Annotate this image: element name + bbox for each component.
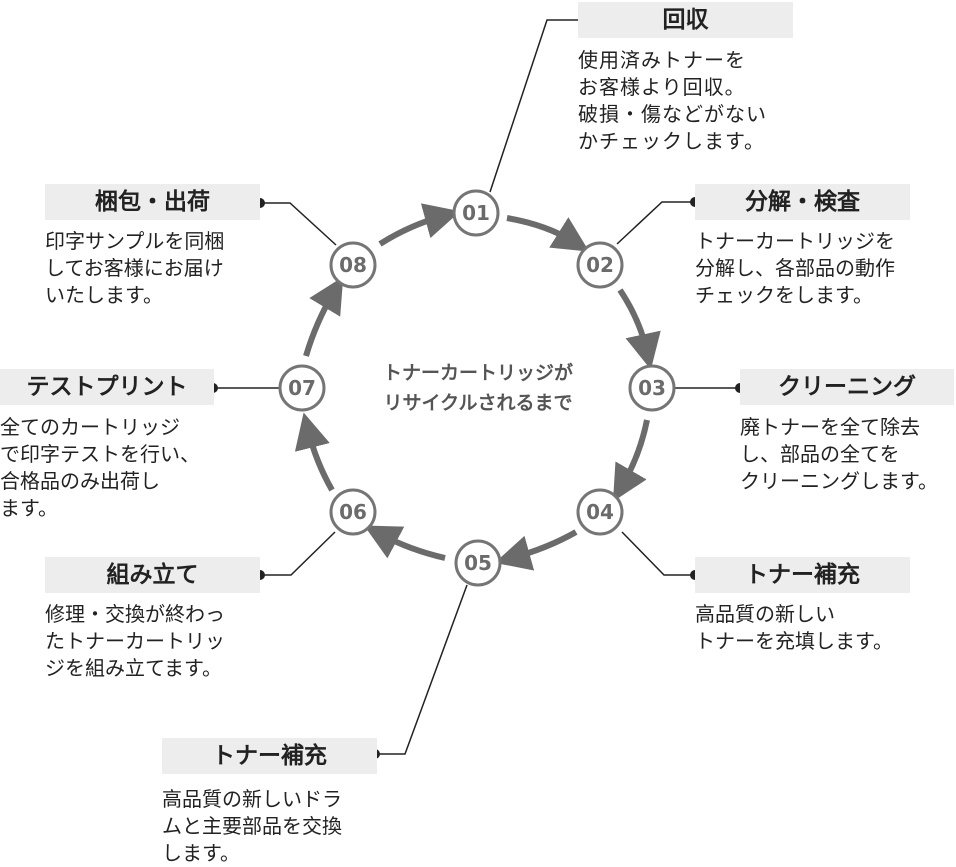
node-label: 04 [586, 500, 614, 524]
step-description: 高品質の新しいドラ ムと主要部品を交換 します。 [162, 787, 342, 865]
node-05: 05 [454, 539, 502, 587]
step-title: 回収 [578, 2, 793, 38]
step-01: 回収 使用済みトナーを お客様より回収。 破損・傷などがない かチェックします。 [578, 2, 793, 155]
step-05: トナー補充 高品質の新しいドラ ムと主要部品を交換 します。 [162, 738, 377, 867]
node-04: 04 [576, 488, 624, 536]
center-caption-line: トナーカートリッジが [382, 362, 573, 384]
cycle-arrow [303, 276, 344, 357]
cycle-arrow [506, 215, 590, 252]
step-description: 印字サンプルを同梱 してお客様にお届け いたします。 [45, 229, 225, 307]
cycle-nodes: 01 02 03 04 05 06 07 08 [278, 189, 676, 587]
leader-dots [208, 197, 745, 759]
step-title: トナー補充 [695, 557, 910, 593]
step-title: 分解・検査 [695, 184, 910, 220]
step-06: 組み立て 修理・交換が終わっ たトナーカートリッ ジを組み立てます。 [45, 557, 260, 682]
step-description: 修理・交換が終わっ たトナーカートリッ ジを組み立てます。 [45, 602, 225, 680]
step-title: 梱包・出荷 [45, 184, 260, 220]
node-label: 06 [339, 500, 367, 524]
leader-line [260, 202, 337, 246]
node-03: 03 [628, 364, 676, 412]
step-description: 高品質の新しい トナーを充填します。 [695, 602, 893, 653]
step-title: 組み立て [45, 557, 260, 593]
center-caption: トナーカートリッジが リサイクルされるまで [345, 358, 611, 418]
leader-line [260, 531, 336, 576]
step-description: 使用済みトナーを お客様より回収。 破損・傷などがない かチェックします。 [578, 48, 767, 153]
node-label: 08 [339, 253, 367, 277]
node-label: 02 [586, 253, 614, 277]
node-07: 07 [278, 364, 326, 412]
step-02: 分解・検査 トナーカートリッジを 分解し、各部品の動作 チェックをします。 [695, 184, 910, 309]
cycle-arrows [294, 203, 661, 571]
step-title: トナー補充 [162, 738, 377, 774]
step-08: 梱包・出荷 印字サンプルを同梱 してお客様にお届け いたします。 [45, 184, 260, 309]
step-title: テストプリント [0, 369, 214, 405]
cycle-arrow [494, 529, 578, 571]
step-description: トナーカートリッジを 分解し、各部品の動作 チェックをします。 [695, 229, 895, 307]
node-label: 03 [638, 376, 666, 400]
step-03: クリーニング 廃トナーを全て除去 し、部品の全てを クリーニングします。 [740, 369, 954, 495]
node-06: 06 [329, 488, 377, 536]
node-08: 08 [329, 241, 377, 289]
node-02: 02 [576, 241, 624, 289]
leader-line [616, 201, 694, 245]
node-label: 07 [288, 376, 316, 400]
leader-line [621, 531, 695, 576]
cycle-arrow [617, 288, 661, 370]
step-description: 全てのカートリッジ で印字テストを行い、 合格品のみ出荷し ます。 [0, 415, 200, 520]
leader-line [375, 584, 468, 755]
leader-lines [213, 19, 740, 755]
step-07: テストプリント 全てのカートリッジ で印字テストを行い、 合格品のみ出荷し ます… [0, 369, 214, 522]
cycle-arrow [612, 419, 650, 502]
leader-line [489, 19, 578, 193]
step-title: クリーニング [740, 369, 954, 405]
step-description: 廃トナーを全て除去 し、部品の全てを クリーニングします。 [740, 415, 938, 493]
node-label: 01 [462, 201, 490, 225]
center-caption-line: リサイクルされるまで [383, 392, 573, 414]
step-04: トナー補充 高品質の新しい トナーを充填します。 [695, 557, 910, 655]
cycle-arrow [364, 525, 446, 561]
cycle-arrow [378, 203, 461, 247]
cycle-arrow [294, 412, 335, 492]
node-label: 05 [464, 551, 492, 575]
node-01: 01 [452, 189, 500, 237]
